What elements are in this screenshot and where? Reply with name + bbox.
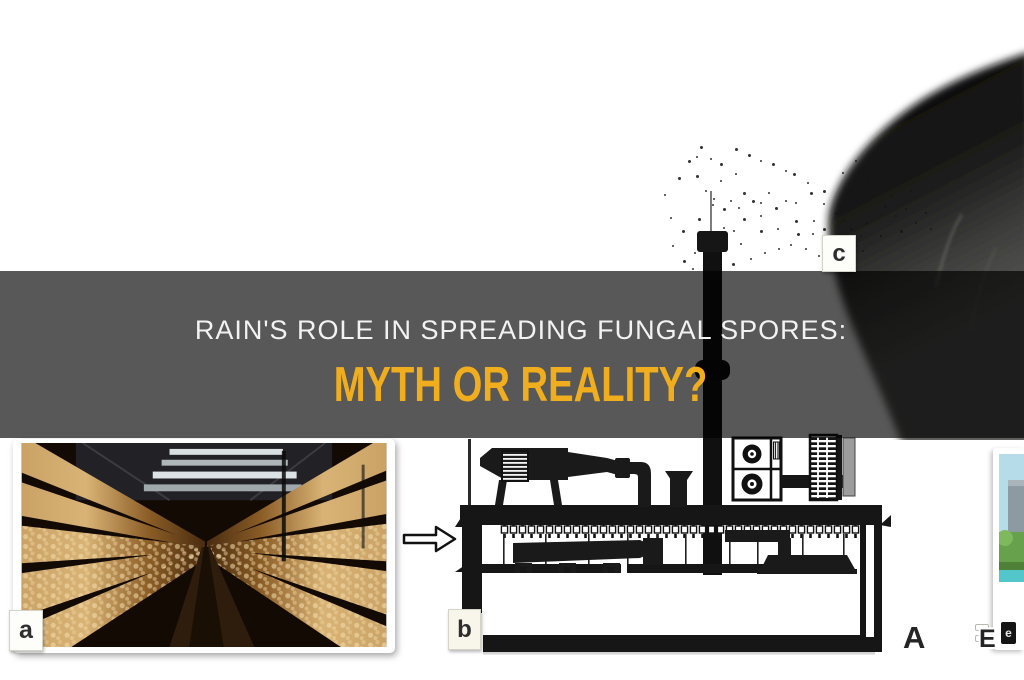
article-subtitle: MYTH OR REALITY? — [9, 360, 1024, 410]
spore-dot — [720, 180, 722, 182]
spore-dot — [705, 190, 707, 192]
spore-dot — [732, 263, 735, 266]
spore-dot — [664, 194, 666, 196]
spore-dot — [696, 175, 699, 178]
spore-dot — [797, 233, 800, 236]
spore-dot — [694, 252, 696, 254]
spore-dot — [682, 230, 685, 233]
spore-dot — [750, 258, 752, 260]
panel-label-b: b — [448, 609, 481, 650]
spore-dot — [683, 260, 686, 263]
panel-label-a: a — [9, 610, 43, 651]
spore-dot — [735, 148, 738, 151]
spore-dot — [812, 233, 814, 235]
chimney-antenna — [710, 191, 712, 234]
spore-dot — [723, 227, 725, 229]
spore-dot — [760, 160, 762, 162]
spore-dot — [795, 202, 797, 204]
panel-label-c: c — [822, 235, 856, 272]
landscape-card — [993, 448, 1024, 650]
spore-dot — [772, 163, 775, 166]
spore-dot — [807, 182, 809, 184]
spore-dot — [678, 177, 681, 180]
spore-dot — [733, 230, 735, 232]
spore-dot — [688, 160, 691, 163]
spore-dot — [813, 220, 815, 222]
spore-dot — [778, 248, 780, 250]
watermark-letter-a: A — [903, 620, 926, 655]
mushroom-farm-illustration — [21, 443, 387, 647]
spore-dot — [795, 220, 798, 223]
building-diagram — [455, 433, 891, 655]
watermark-letter-e: E — [979, 625, 996, 653]
spore-dot — [743, 192, 746, 195]
title-band-overlay — [0, 271, 1024, 438]
card-tab — [975, 624, 989, 631]
spore-dot — [713, 198, 715, 200]
spore-dot — [752, 200, 755, 203]
article-subtitle-text: MYTH OR REALITY? — [334, 358, 708, 412]
spore-dot — [696, 156, 698, 158]
chimney-cap — [697, 231, 728, 252]
spore-dot — [710, 158, 712, 160]
spore-dot — [723, 208, 726, 211]
panel-label-e: e — [1001, 622, 1016, 644]
spore-dot — [748, 154, 751, 157]
spore-dot — [810, 192, 813, 195]
spore-dot — [698, 218, 701, 221]
spore-dot — [700, 146, 703, 149]
spore-dot — [738, 207, 740, 209]
spore-dot — [768, 192, 770, 194]
spore-dot — [793, 173, 796, 176]
spore-dot — [790, 244, 792, 246]
spore-dot — [730, 200, 732, 202]
spore-dot — [735, 173, 737, 175]
spore-dot — [672, 245, 674, 247]
spore-dot — [720, 163, 723, 166]
mushroom-farm-photo — [13, 439, 395, 653]
spore-dot — [712, 204, 714, 206]
spore-dot — [743, 218, 746, 221]
spore-dot — [740, 243, 742, 245]
landscape-illustration — [997, 454, 1024, 582]
spore-dot — [670, 217, 672, 219]
right-arrow-icon — [402, 525, 457, 553]
spore-dot — [760, 215, 762, 217]
spore-dot — [775, 207, 778, 210]
card-tab — [975, 635, 989, 642]
spore-dot — [785, 200, 787, 202]
spore-dot — [760, 202, 762, 204]
spore-dot — [805, 248, 807, 250]
article-title: RAIN'S ROLE IN SPREADING FUNGAL SPORES: — [194, 315, 848, 345]
spore-dot — [785, 170, 787, 172]
spore-dot — [777, 228, 779, 230]
spore-dot — [764, 252, 766, 254]
spore-dot — [692, 268, 694, 270]
spore-dot — [760, 230, 763, 233]
